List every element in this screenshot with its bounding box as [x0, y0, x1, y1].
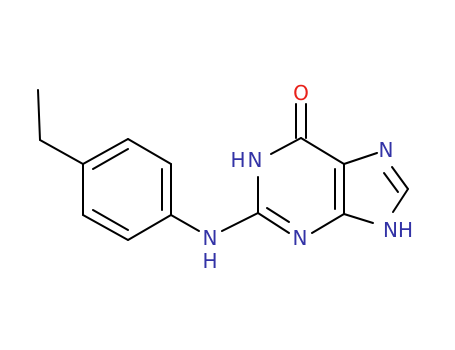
- bond-c8-n9: [392, 188, 409, 213]
- amine-n-atom-label: N: [203, 226, 218, 250]
- bond-n9-c4: [343, 213, 374, 224]
- n3-atom-label: N: [293, 226, 308, 250]
- bond-benzene-1-inner: [92, 148, 129, 170]
- bond-ethyl-ch3: [37, 89, 41, 141]
- bond-aryl-amine: [170, 214, 200, 232]
- bond-c5-n7: [343, 152, 378, 165]
- bond-benzene-1: [82, 138, 129, 165]
- bond-c6-c5: [300, 137, 345, 165]
- amine-hydrogen-label: H: [202, 249, 217, 273]
- bond-benzene-4: [127, 214, 172, 241]
- bond-n1-c6: [270, 137, 302, 155]
- oxygen-atom-label: O: [293, 81, 309, 105]
- n1-hydrogen-label: H: [230, 148, 245, 172]
- n9-atom-label: NH: [383, 218, 413, 242]
- bond-benzene-5-inner: [92, 209, 129, 231]
- bond-n7-c8-inner: [383, 172, 399, 193]
- bond-amine-c2: [221, 212, 259, 232]
- bond-c4-n3: [311, 213, 345, 234]
- bond-benzene-5: [82, 214, 129, 241]
- bond-n7-c8: [391, 166, 409, 190]
- n7-atom-label: N: [379, 138, 394, 162]
- bond-benzene-2: [127, 138, 172, 165]
- n1-atom-label: N: [248, 148, 263, 172]
- bond-ethyl-ch2: [39, 139, 84, 165]
- bond-n3-c2: [257, 212, 290, 234]
- bond-n3-c2-inner: [266, 207, 290, 223]
